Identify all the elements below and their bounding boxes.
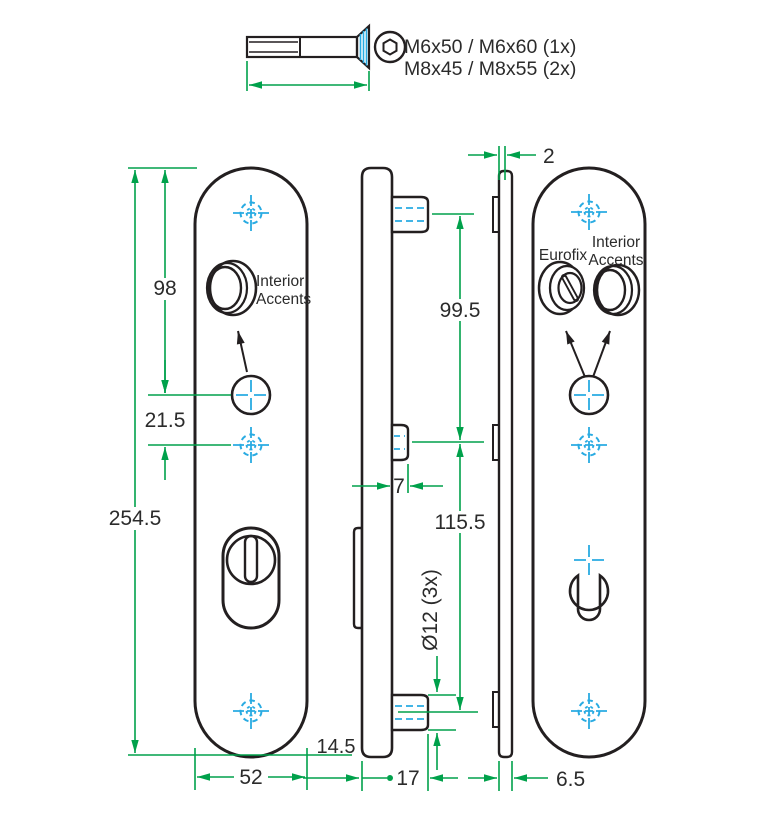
interior-accents-ring-icon — [205, 259, 258, 317]
back-plate-outline — [531, 166, 647, 759]
dim-front-width: 52 — [239, 766, 262, 789]
screw-detail: M6x50 / M6x60 (1x) M8x45 / M8x55 (2x) — [245, 23, 576, 91]
euro-cylinder-cutout — [568, 544, 610, 622]
dim-front-height: 254.5 — [109, 507, 162, 530]
profile-depth-dimension: 6.5 — [468, 761, 585, 791]
dim-side-top-boss-to-mid: 99.5 — [440, 299, 481, 322]
dim-back-profile-depth: 6.5 — [556, 768, 585, 791]
front-view-dimensions: 254.5 98 21.5 52 — [104, 167, 352, 790]
fixing-target-middle — [232, 426, 270, 464]
dim-front-top-to-hole: 98 — [153, 277, 176, 300]
boss-top — [390, 195, 430, 234]
screw-spec-line2: M8x45 / M8x55 (2x) — [404, 58, 576, 80]
screw-front-view-icon — [373, 30, 407, 64]
back-handle-hole — [568, 374, 610, 416]
back-fixing-target-bottom — [570, 692, 608, 730]
ring-leader-arrow — [236, 330, 248, 373]
front-ring-label-line2: Accents — [256, 291, 311, 308]
side-plate-outline — [360, 166, 394, 759]
dim-front-hole-to-fixing: 21.5 — [145, 409, 186, 432]
cylinder-protection-profile — [352, 526, 364, 630]
knob-leader-arrow-right — [592, 330, 611, 378]
back-fixing-target-top — [570, 193, 608, 231]
cylinder-protection-front — [221, 526, 281, 630]
dim-side-total-depth: 17 — [396, 767, 419, 790]
fixing-target-bottom — [232, 692, 270, 730]
dim-back-sheet-thickness: 2 — [543, 145, 555, 168]
interior-accents-ring-back-icon — [592, 263, 641, 317]
eurofix-label: Eurofix — [539, 247, 587, 264]
dim-side-boss-diameter: Ø12 (3x) — [419, 569, 442, 651]
back-fixing-target-middle — [570, 426, 608, 464]
back-ring-label-line1: Interior — [592, 234, 640, 251]
dim-side-plate-thickness: 14.5 — [317, 736, 356, 758]
outer-plate-profile — [492, 169, 514, 759]
front-plate-outline — [193, 166, 309, 759]
side-view-dimensions: 99.5 115.5 7 Ø12 (3x) 14.5 17 — [303, 213, 491, 791]
eurofix-thumbturn-icon — [537, 260, 586, 316]
dim-side-mid-boss-length: 7 — [393, 475, 405, 498]
dim-side-mid-to-bottom-boss: 115.5 — [435, 511, 486, 534]
screw-side-view-icon — [245, 23, 371, 71]
back-ring-label-line2: Accents — [588, 252, 643, 269]
knob-leader-arrow-left — [565, 330, 586, 378]
handle-spindle-hole — [230, 374, 272, 416]
fixing-target-top — [232, 194, 270, 232]
front-view: Interior Accents 254.5 98 21.5 — [104, 166, 352, 790]
screw-spec-line1: M6x50 / M6x60 (1x) — [404, 36, 576, 58]
back-view: 2 Eurofix Interior Accents — [468, 145, 647, 791]
front-ring-label-line1: Interior — [256, 273, 304, 290]
screw-length-dimension — [246, 61, 370, 91]
sheet-thickness-dimension: 2 — [468, 145, 555, 180]
boss-middle — [390, 423, 410, 462]
side-view: 99.5 115.5 7 Ø12 (3x) 14.5 17 — [303, 166, 491, 791]
